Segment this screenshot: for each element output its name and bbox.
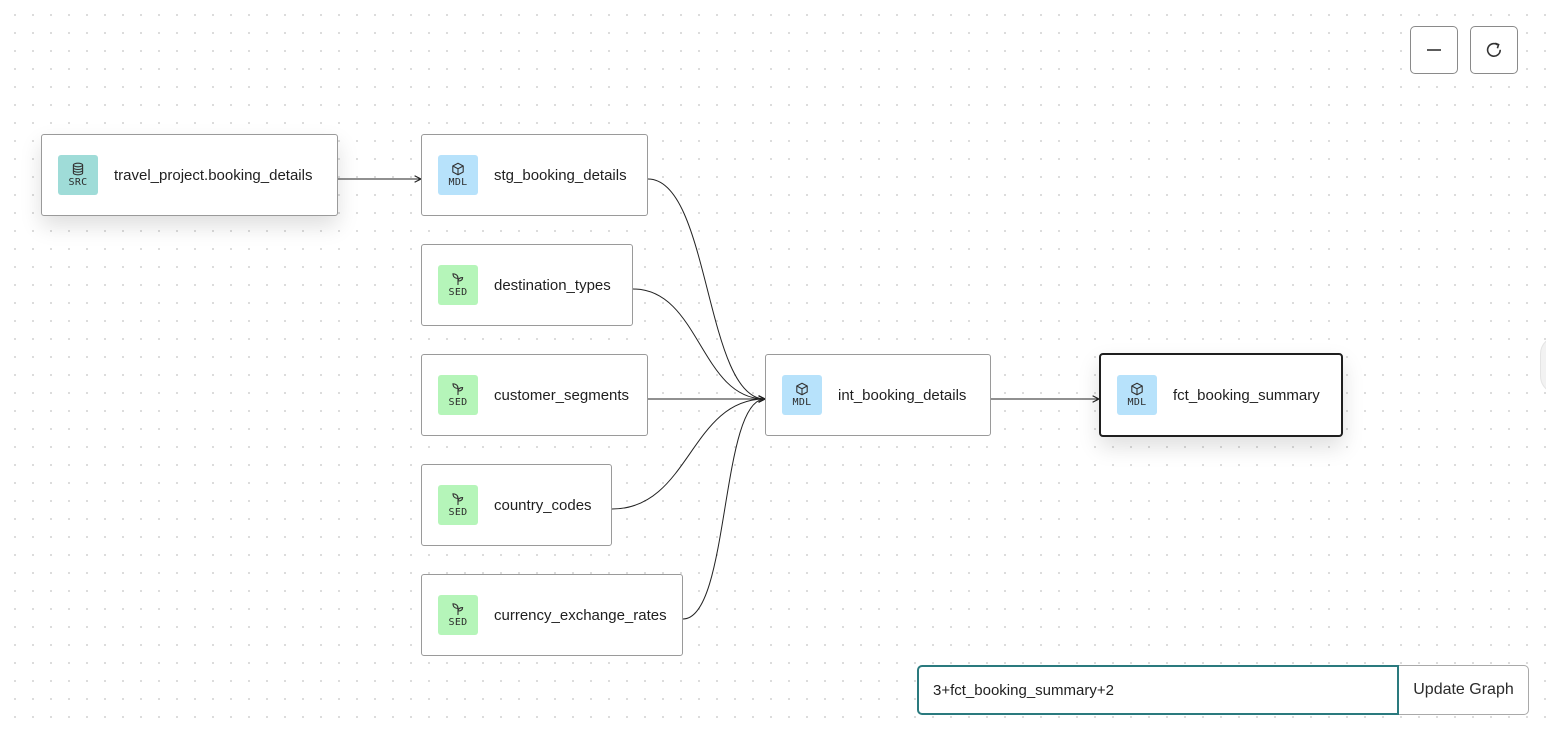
graph-query-bar: Update Graph bbox=[917, 665, 1529, 715]
node-source-booking-details[interactable]: SRC travel_project.booking_details bbox=[41, 134, 338, 216]
edge-stg-to-int bbox=[647, 178, 765, 399]
node-type-code: SED bbox=[448, 397, 468, 408]
node-type-code: SED bbox=[448, 287, 468, 298]
side-panel-handle[interactable] bbox=[1540, 336, 1546, 394]
node-label: travel_project.booking_details bbox=[114, 166, 313, 184]
node-country-codes[interactable]: SED country_codes bbox=[421, 464, 612, 546]
node-label: country_codes bbox=[494, 496, 592, 514]
node-label: currency_exchange_rates bbox=[494, 606, 667, 624]
node-stg-booking-details[interactable]: MDL stg_booking_details bbox=[421, 134, 648, 216]
sprout-icon bbox=[452, 383, 464, 395]
reset-view-button[interactable] bbox=[1470, 26, 1518, 74]
node-currency-exchange-rates[interactable]: SED currency_exchange_rates bbox=[421, 574, 683, 656]
seed-badge: SED bbox=[438, 485, 478, 525]
sprout-icon bbox=[452, 493, 464, 505]
node-type-code: SED bbox=[448, 617, 468, 628]
seed-badge: SED bbox=[438, 595, 478, 635]
cube-icon bbox=[1131, 382, 1143, 396]
seed-badge: SED bbox=[438, 375, 478, 415]
sprout-icon bbox=[452, 273, 464, 285]
edge-destination-to-int bbox=[632, 288, 765, 399]
node-customer-segments[interactable]: SED customer_segments bbox=[421, 354, 648, 436]
graph-selector-input[interactable] bbox=[917, 665, 1399, 715]
node-label: int_booking_details bbox=[838, 386, 967, 404]
model-badge: MDL bbox=[1117, 375, 1157, 415]
node-destination-types[interactable]: SED destination_types bbox=[421, 244, 633, 326]
cube-icon bbox=[452, 162, 464, 176]
model-badge: MDL bbox=[438, 155, 478, 195]
node-label: customer_segments bbox=[494, 386, 630, 404]
node-int-booking-details[interactable]: MDL int_booking_details bbox=[765, 354, 991, 436]
update-graph-button[interactable]: Update Graph bbox=[1399, 665, 1529, 715]
node-label: destination_types bbox=[494, 276, 611, 294]
node-fct-booking-summary[interactable]: MDL fct_booking_summary bbox=[1099, 353, 1343, 437]
node-type-code: MDL bbox=[792, 397, 812, 408]
minus-icon bbox=[1427, 49, 1441, 51]
source-badge: SRC bbox=[58, 155, 98, 195]
database-icon bbox=[72, 162, 84, 176]
cube-icon bbox=[796, 382, 808, 396]
seed-badge: SED bbox=[438, 265, 478, 305]
edge-currency-to-int bbox=[682, 399, 765, 620]
refresh-icon bbox=[1486, 42, 1502, 57]
node-type-code: SED bbox=[448, 507, 468, 518]
node-label: fct_booking_summary bbox=[1173, 386, 1320, 404]
node-type-code: MDL bbox=[448, 177, 468, 188]
node-type-code: MDL bbox=[1127, 397, 1147, 408]
zoom-out-button[interactable] bbox=[1410, 26, 1458, 74]
node-type-code: SRC bbox=[68, 177, 88, 188]
node-label: stg_booking_details bbox=[494, 166, 627, 184]
model-badge: MDL bbox=[782, 375, 822, 415]
sprout-icon bbox=[452, 603, 464, 615]
